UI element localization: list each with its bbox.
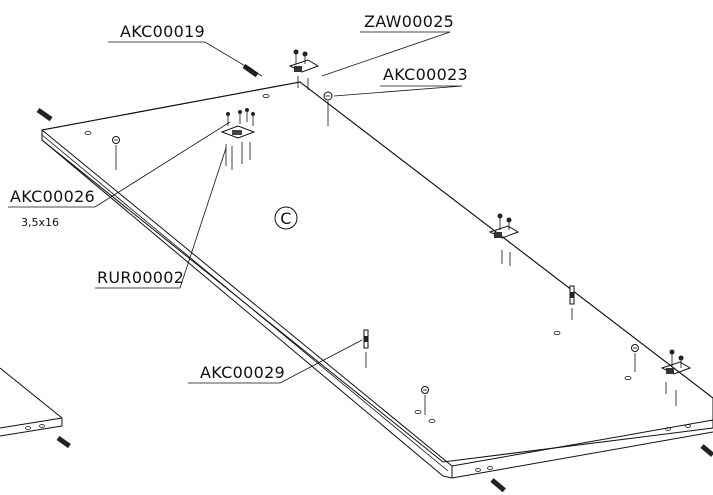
label-akc00026: AKC00026 [10,187,95,206]
dowel-bottom [490,478,506,493]
cam-bolt-2 [569,285,575,320]
left-partial-panel [0,367,71,449]
label-zaw00025: ZAW00025 [364,12,454,31]
panel-marker-letter: C [280,209,291,228]
cam-lock-akc00023 [323,91,333,126]
bracket-zaw00025 [288,49,320,90]
panel-marker: C [274,206,298,230]
dowel-right-bottom [700,444,713,457]
leader-lines [8,31,463,384]
hanger-rur00002 [220,108,256,170]
label-akc00023: AKC00023 [383,65,468,84]
bracket-2 [488,213,520,266]
label-akc00019: AKC00019 [120,22,205,41]
label-akc00029: AKC00029 [200,363,285,382]
label-akc00026-size: 3,5x16 [21,216,59,229]
label-rur00002: RUR00002 [97,268,184,287]
bracket-3 [660,349,692,406]
cam-lock-1 [112,136,120,170]
panel-holes [84,94,691,472]
dowel-top-left [36,107,53,122]
dowel-akc00019 [242,63,259,78]
cam-lock-3 [421,386,429,415]
dowel-left-bottom [56,435,71,449]
cam-bolt-akc00029 [363,329,369,368]
cam-lock-2 [631,344,639,372]
